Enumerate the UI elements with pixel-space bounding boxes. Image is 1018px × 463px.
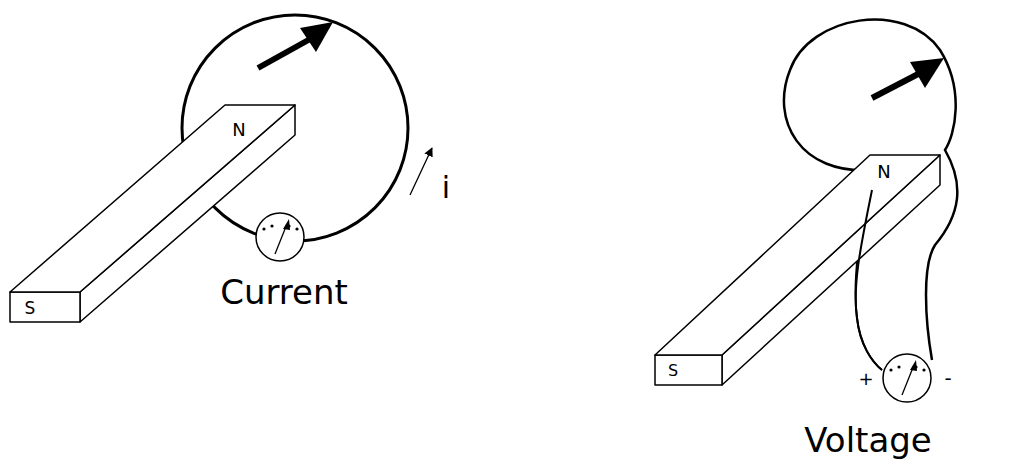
- field-arrow: [258, 22, 333, 68]
- caption-label: Voltage: [804, 423, 932, 457]
- pole-label: S: [668, 363, 678, 379]
- field-arrow: [872, 58, 944, 98]
- pole-label: N: [877, 163, 890, 181]
- pole-label: S: [25, 300, 36, 317]
- bar-magnet: [655, 155, 940, 385]
- pole-label: N: [232, 121, 245, 139]
- current-arrow: [410, 148, 432, 195]
- polarity-label: -: [944, 368, 951, 388]
- wire-lead: [856, 190, 882, 370]
- ammeter: [256, 213, 304, 261]
- caption-label: Current: [220, 275, 348, 309]
- polarity-label: +: [858, 370, 873, 388]
- voltmeter: [883, 354, 931, 402]
- current-symbol: i: [442, 173, 450, 203]
